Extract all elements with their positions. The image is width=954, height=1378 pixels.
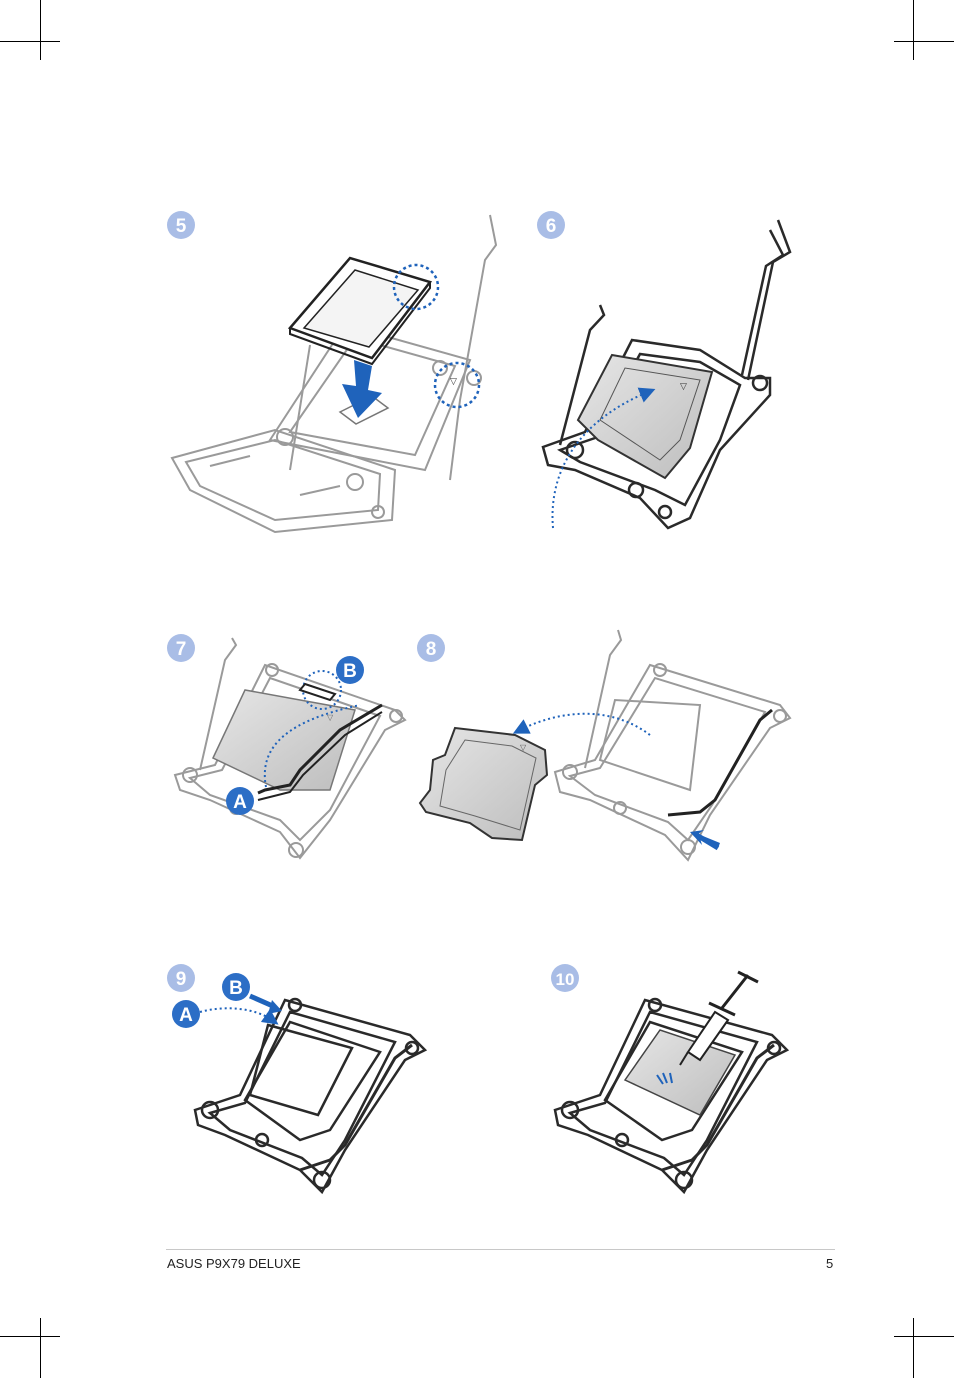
svg-text:▽: ▽	[680, 381, 687, 391]
footer-divider	[166, 1249, 835, 1250]
footer-product-name: ASUS P9X79 DELUXE	[167, 1256, 301, 1271]
load-plate-icon: ▽	[420, 728, 547, 840]
svg-text:A: A	[233, 792, 247, 813]
svg-text:▽: ▽	[520, 743, 527, 752]
step-5-illustration: ▽	[172, 215, 496, 532]
step-badge-10: 10	[551, 964, 579, 992]
step-7-label-b: B	[336, 656, 364, 684]
svg-text:10: 10	[556, 970, 575, 989]
svg-text:9: 9	[176, 969, 187, 990]
step-badge-6: 6	[537, 211, 565, 239]
svg-text:7: 7	[176, 639, 187, 660]
step-badge-7: 7	[167, 634, 195, 662]
step-10-illustration	[555, 972, 787, 1192]
svg-text:5: 5	[176, 216, 187, 237]
step-9-label-a: A	[172, 1000, 200, 1028]
step-badge-5: 5	[167, 211, 195, 239]
svg-text:B: B	[343, 661, 357, 682]
step-badge-8: 8	[417, 634, 445, 662]
step-9-illustration	[195, 996, 425, 1192]
step-8-illustration: ▽	[420, 630, 790, 860]
svg-text:▽: ▽	[450, 376, 457, 386]
step-7-label-a: A	[226, 787, 254, 815]
svg-text:B: B	[229, 978, 243, 999]
footer-page-number: 5	[826, 1256, 833, 1271]
step-6-illustration: ▽	[543, 220, 790, 528]
svg-text:8: 8	[426, 639, 437, 660]
step-badge-9: 9	[167, 964, 195, 992]
svg-text:6: 6	[546, 216, 557, 237]
cpu-chip-icon	[290, 258, 430, 364]
svg-text:A: A	[179, 1005, 193, 1026]
step-7-illustration: ▽	[175, 638, 405, 858]
step-9-label-b: B	[222, 973, 250, 1001]
